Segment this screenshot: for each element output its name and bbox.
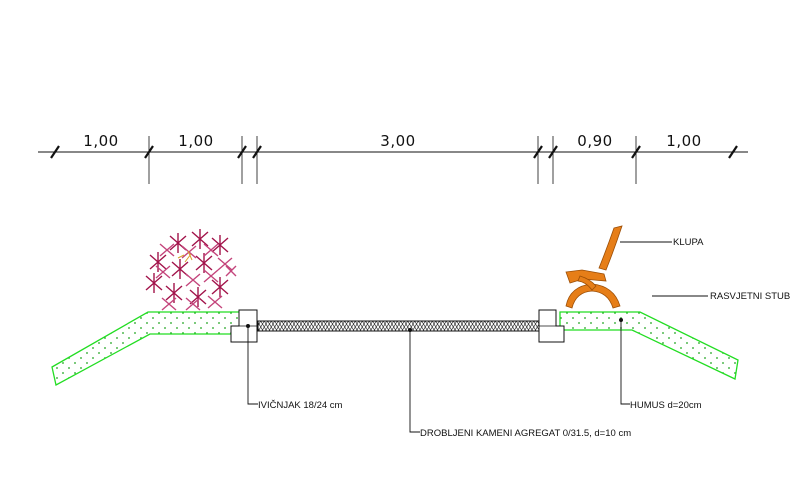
dimension-tick [631,145,641,159]
leader-dot [408,328,412,332]
humus-bank-right [559,311,739,380]
label-bench: KLUPA [673,237,704,248]
dimension-tick [533,145,543,159]
label-light-pole: RASVJETNI STUB [710,291,790,302]
dimension-value: 1,00 [178,132,213,150]
label-aggregate: DROBLJENI KAMENI AGREGAT 0/31.5, d=10 cm [420,428,631,439]
leader-dot [246,324,250,328]
dimension-tick [237,145,247,159]
dimension-value: 1,00 [666,132,701,150]
humus-bank-left [51,311,241,386]
dimension-tick [144,145,154,159]
humus-leader [620,320,630,405]
label-humus: HUMUS d=20cm [630,400,702,411]
dimension-chain: 1,00 1,00 3,00 0,90 1,00 [38,132,748,184]
dimension-tick [728,145,738,159]
dimension-tick [548,145,558,159]
bench-icon [565,225,623,309]
dimension-value: 1,00 [83,132,118,150]
dimension-tick [50,145,60,159]
dimension-value: 0,90 [577,132,612,150]
aggregate-path [257,320,540,332]
curb-leader [247,326,258,405]
leader-dot [619,318,623,322]
dimension-value: 3,00 [380,132,415,150]
dimension-tick [252,145,262,159]
curb-left [230,309,258,343]
curb-right [538,309,565,343]
label-curb: IVIČNJAK 18/24 cm [258,400,343,411]
aggregate-leader [409,330,420,433]
shrub-icon [145,229,237,311]
